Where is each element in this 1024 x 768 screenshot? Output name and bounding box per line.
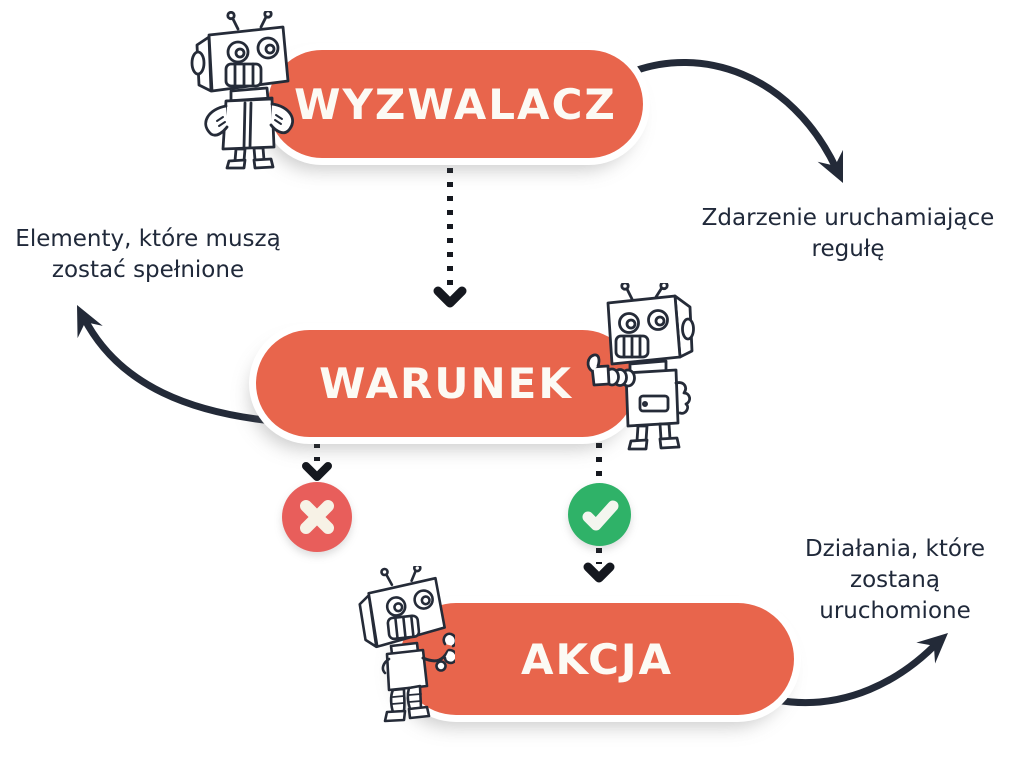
robot-reaching-icon xyxy=(358,566,455,723)
condition-note: Elementy, które muszą zostać spełnione xyxy=(15,226,281,284)
dotted-arrow-trigger-to-condition xyxy=(433,168,467,308)
curved-arrow-action-note xyxy=(772,622,958,707)
dotted-arrow-condition-to-fail xyxy=(302,443,332,481)
robot-thumbs-up-icon xyxy=(586,283,695,451)
condition-node: WARUNEK xyxy=(256,330,636,437)
x-circle-icon xyxy=(282,482,352,552)
trigger-node: WYZWALACZ xyxy=(268,50,643,158)
trigger-note: Zdarzenie uruchamiające regułę xyxy=(701,205,995,263)
action-node: AKCJA xyxy=(400,603,794,715)
action-note: Działania, które zostaną uruchomione xyxy=(804,536,986,625)
robot-hands-on-hips-icon xyxy=(190,11,294,170)
curved-arrow-condition-note xyxy=(64,298,277,425)
dotted-arrow-condition-to-action xyxy=(583,443,615,583)
check-circle-icon xyxy=(568,483,631,546)
check-icon xyxy=(582,500,618,530)
curved-arrow-trigger-note xyxy=(628,59,856,189)
x-icon xyxy=(300,500,334,534)
